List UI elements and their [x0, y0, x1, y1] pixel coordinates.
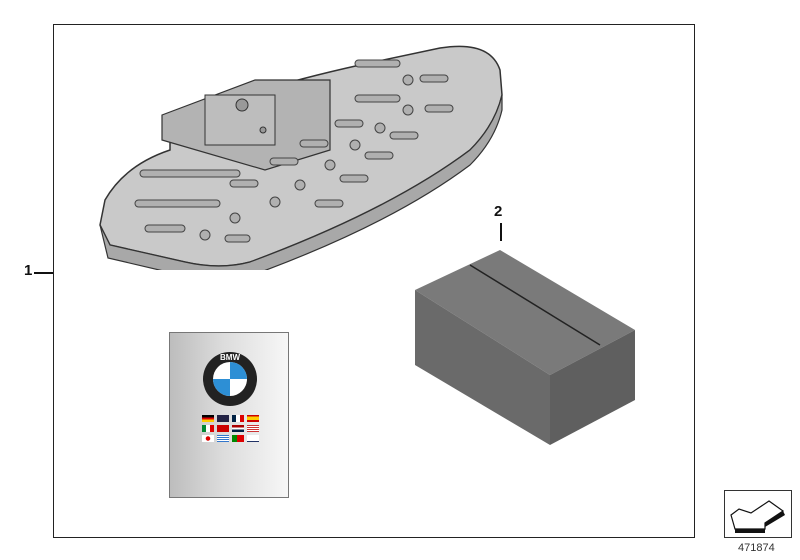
language-flags: [202, 415, 259, 442]
flag-it-icon: [202, 425, 214, 432]
flag-fr-icon: [232, 415, 244, 422]
callout-2[interactable]: 2: [494, 203, 503, 220]
mat-tray-part[interactable]: [90, 40, 510, 270]
flag-fi-icon: [247, 435, 259, 442]
callout-2-leader: [500, 223, 502, 241]
flag-us-icon: [247, 425, 259, 432]
assembly-frame: [53, 24, 695, 538]
flag-gb-icon: [217, 415, 229, 422]
flag-nl-icon: [232, 425, 244, 432]
diagram-number: 471874: [738, 542, 775, 554]
flag-pt-icon: [232, 435, 244, 442]
arrow-down-left-icon: [730, 500, 785, 533]
svg-text:BMW: BMW: [220, 353, 240, 362]
bmw-logo-icon: BMW: [203, 352, 257, 406]
flag-es-icon: [247, 415, 259, 422]
flag-jp-icon: [202, 435, 214, 442]
callout-1[interactable]: 1: [24, 262, 33, 279]
navigation-arrow-button[interactable]: [724, 490, 792, 538]
flag-gr-icon: [217, 435, 229, 442]
parts-box[interactable]: [410, 245, 640, 450]
owner-manual-booklet[interactable]: BMW: [169, 332, 289, 498]
flag-de-icon: [202, 415, 214, 422]
flag-dk-icon: [217, 425, 229, 432]
callout-1-leader: [34, 272, 53, 274]
